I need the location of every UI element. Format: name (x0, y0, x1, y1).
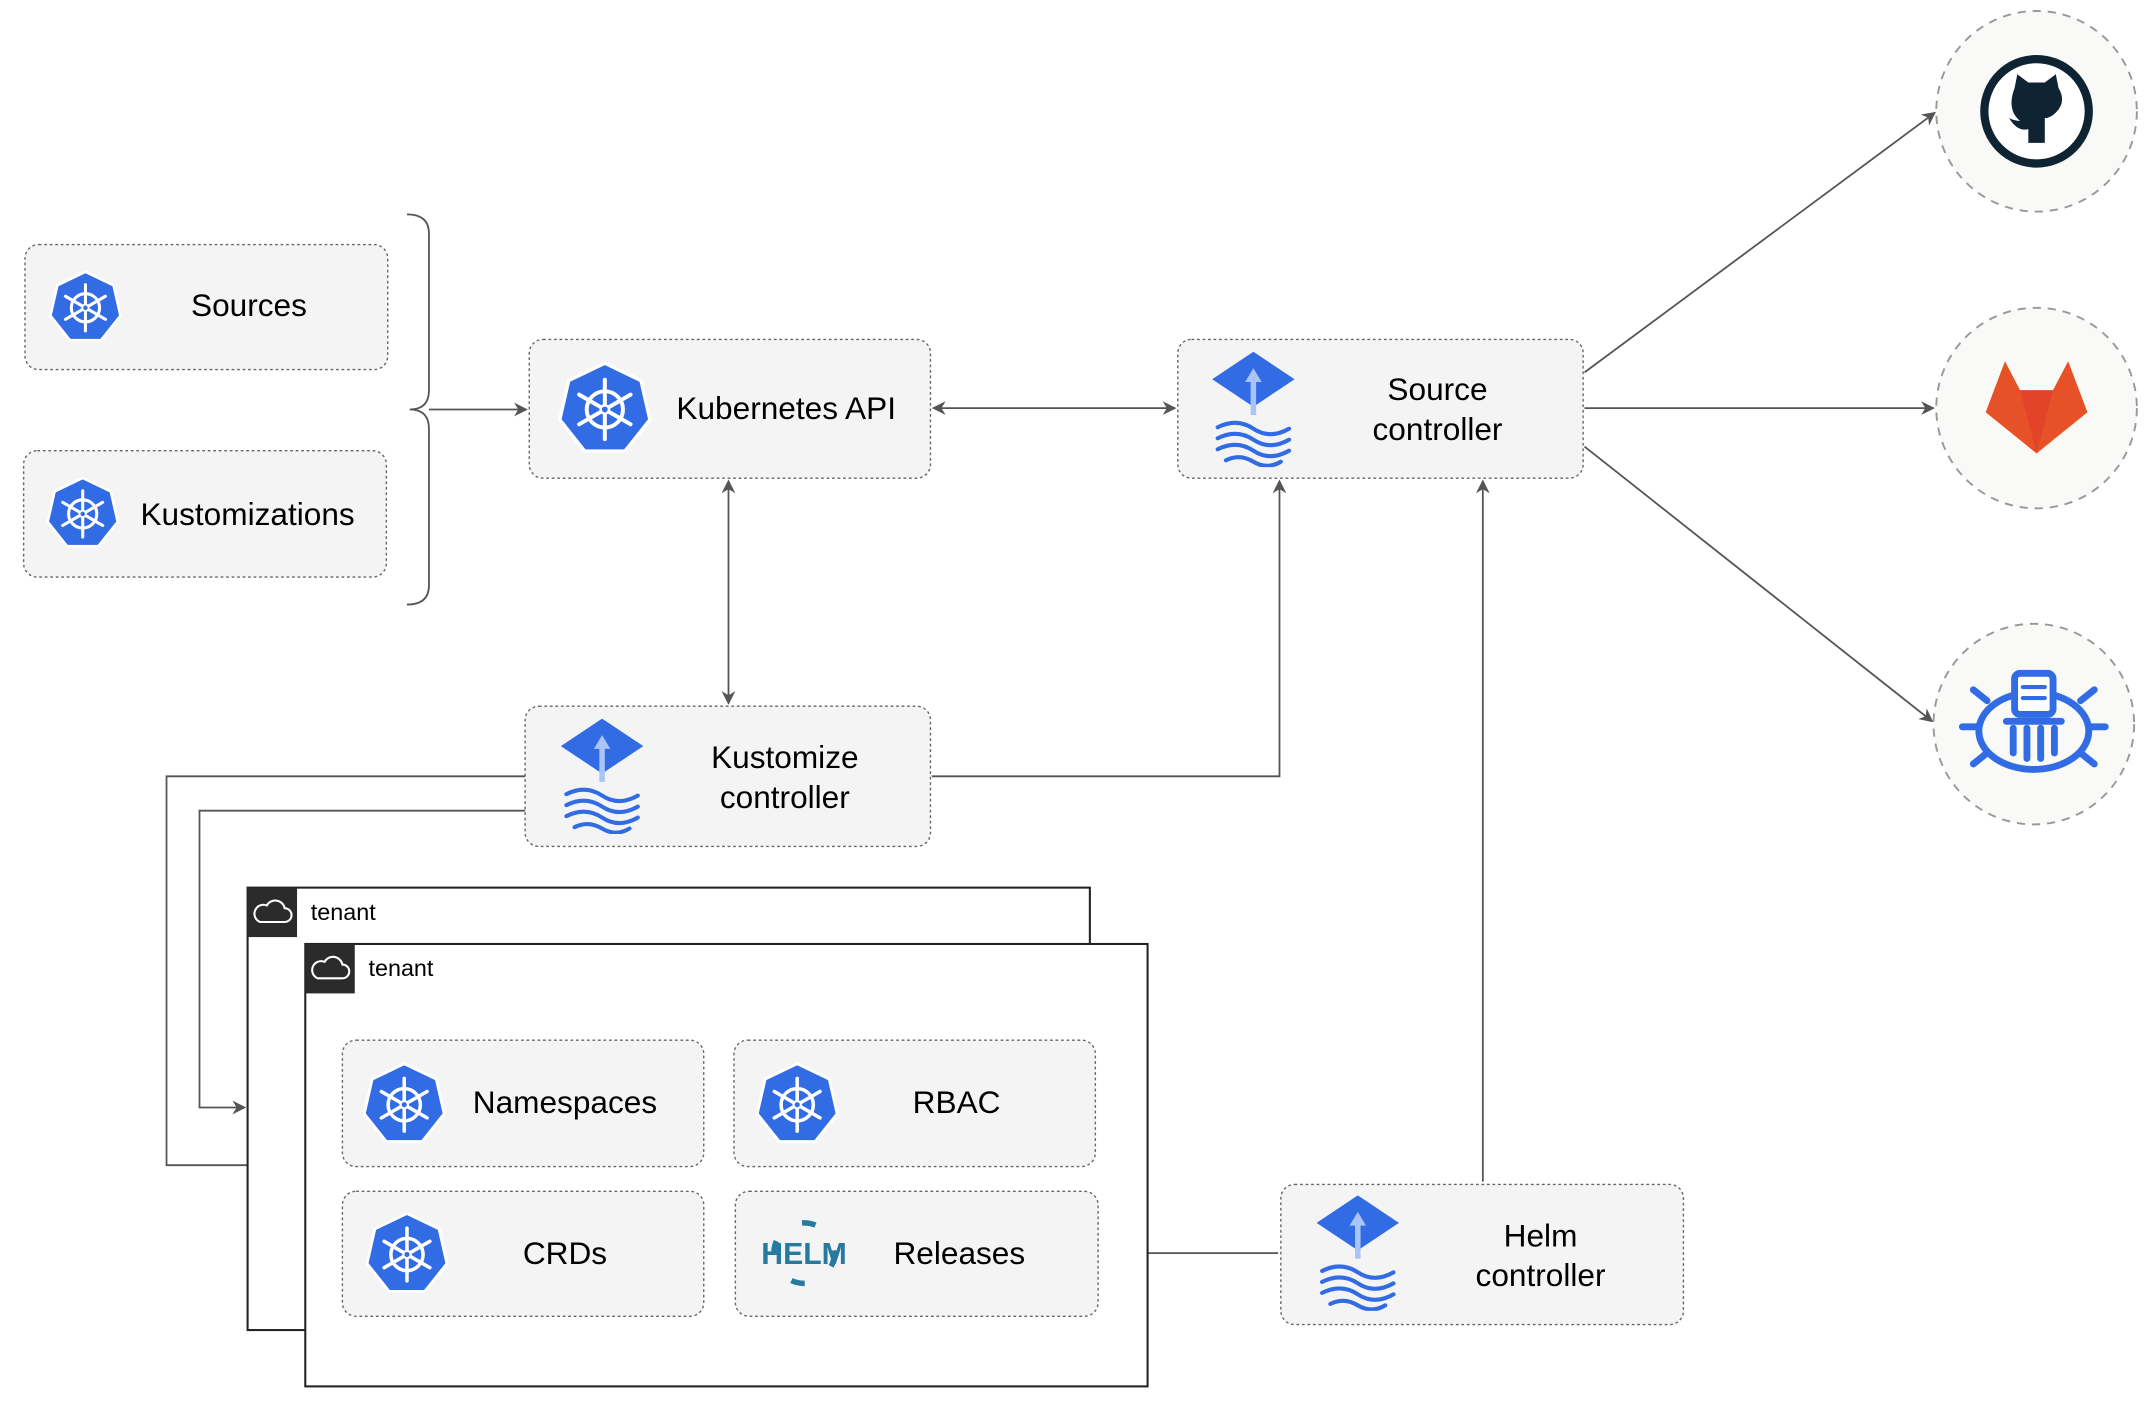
edge-source-to-github (1583, 111, 1936, 374)
gitlab-node[interactable] (1935, 306, 2138, 510)
brace (406, 213, 430, 606)
edge-kustomize-to-tenant1 (198, 809, 526, 1115)
releases-label: Releases (893, 1235, 1025, 1271)
helm-icon: HELM (761, 1220, 847, 1287)
helm-controller-label-2: controller (1476, 1257, 1606, 1293)
tenant-label: tenant (311, 899, 376, 925)
source-controller-node[interactable]: Source controller (1177, 338, 1584, 479)
kustomize-controller-label-1: Kustomize (711, 739, 858, 775)
edge-source-to-bucket (1583, 445, 1934, 723)
crds-label: CRDs (523, 1235, 607, 1271)
github-icon (1980, 54, 2093, 168)
bucket-icon (1958, 669, 2109, 773)
github-node[interactable] (1935, 10, 2138, 213)
kustomize-controller-label-2: controller (720, 779, 850, 815)
gitlab-icon (1985, 361, 2088, 454)
tenant-label: tenant (369, 955, 434, 981)
source-controller-label-1: Source (1387, 371, 1487, 407)
cloud-icon (311, 955, 351, 980)
kustomize-controller-node[interactable]: Kustomize controller (524, 705, 932, 848)
cloud-icon (253, 899, 293, 924)
namespaces-label: Namespaces (473, 1084, 657, 1120)
edge-kustomize-to-source (931, 479, 1287, 778)
kustomizations-label: Kustomizations (140, 496, 354, 532)
tenant-group-front[interactable]: tenant Namespaces RBAC CRDs HELM Release… (304, 942, 1149, 1388)
releases-node[interactable]: HELM Releases (734, 1190, 1099, 1318)
bucket-node[interactable] (1932, 622, 2136, 826)
namespaces-node[interactable]: Namespaces (341, 1039, 705, 1168)
helm-logo-text: HELM (761, 1238, 847, 1271)
edges (165, 111, 1936, 1260)
sources-label: Sources (191, 287, 307, 323)
helm-controller-node[interactable]: Helm controller (1280, 1183, 1685, 1326)
sources-node[interactable]: Sources (24, 243, 389, 371)
helm-controller-label-1: Helm (1504, 1217, 1578, 1253)
rbac-node[interactable]: RBAC (733, 1039, 1097, 1168)
rbac-label: RBAC (913, 1084, 1001, 1120)
kustomizations-node[interactable]: Kustomizations (22, 449, 388, 578)
kubernetes-api-label: Kubernetes API (676, 390, 896, 426)
kubernetes-api-node[interactable]: Kubernetes API (528, 338, 932, 479)
crds-node[interactable]: CRDs (341, 1190, 705, 1318)
edge-kustomize-to-tenant2 (165, 775, 526, 1173)
source-controller-label-2: controller (1373, 411, 1503, 447)
